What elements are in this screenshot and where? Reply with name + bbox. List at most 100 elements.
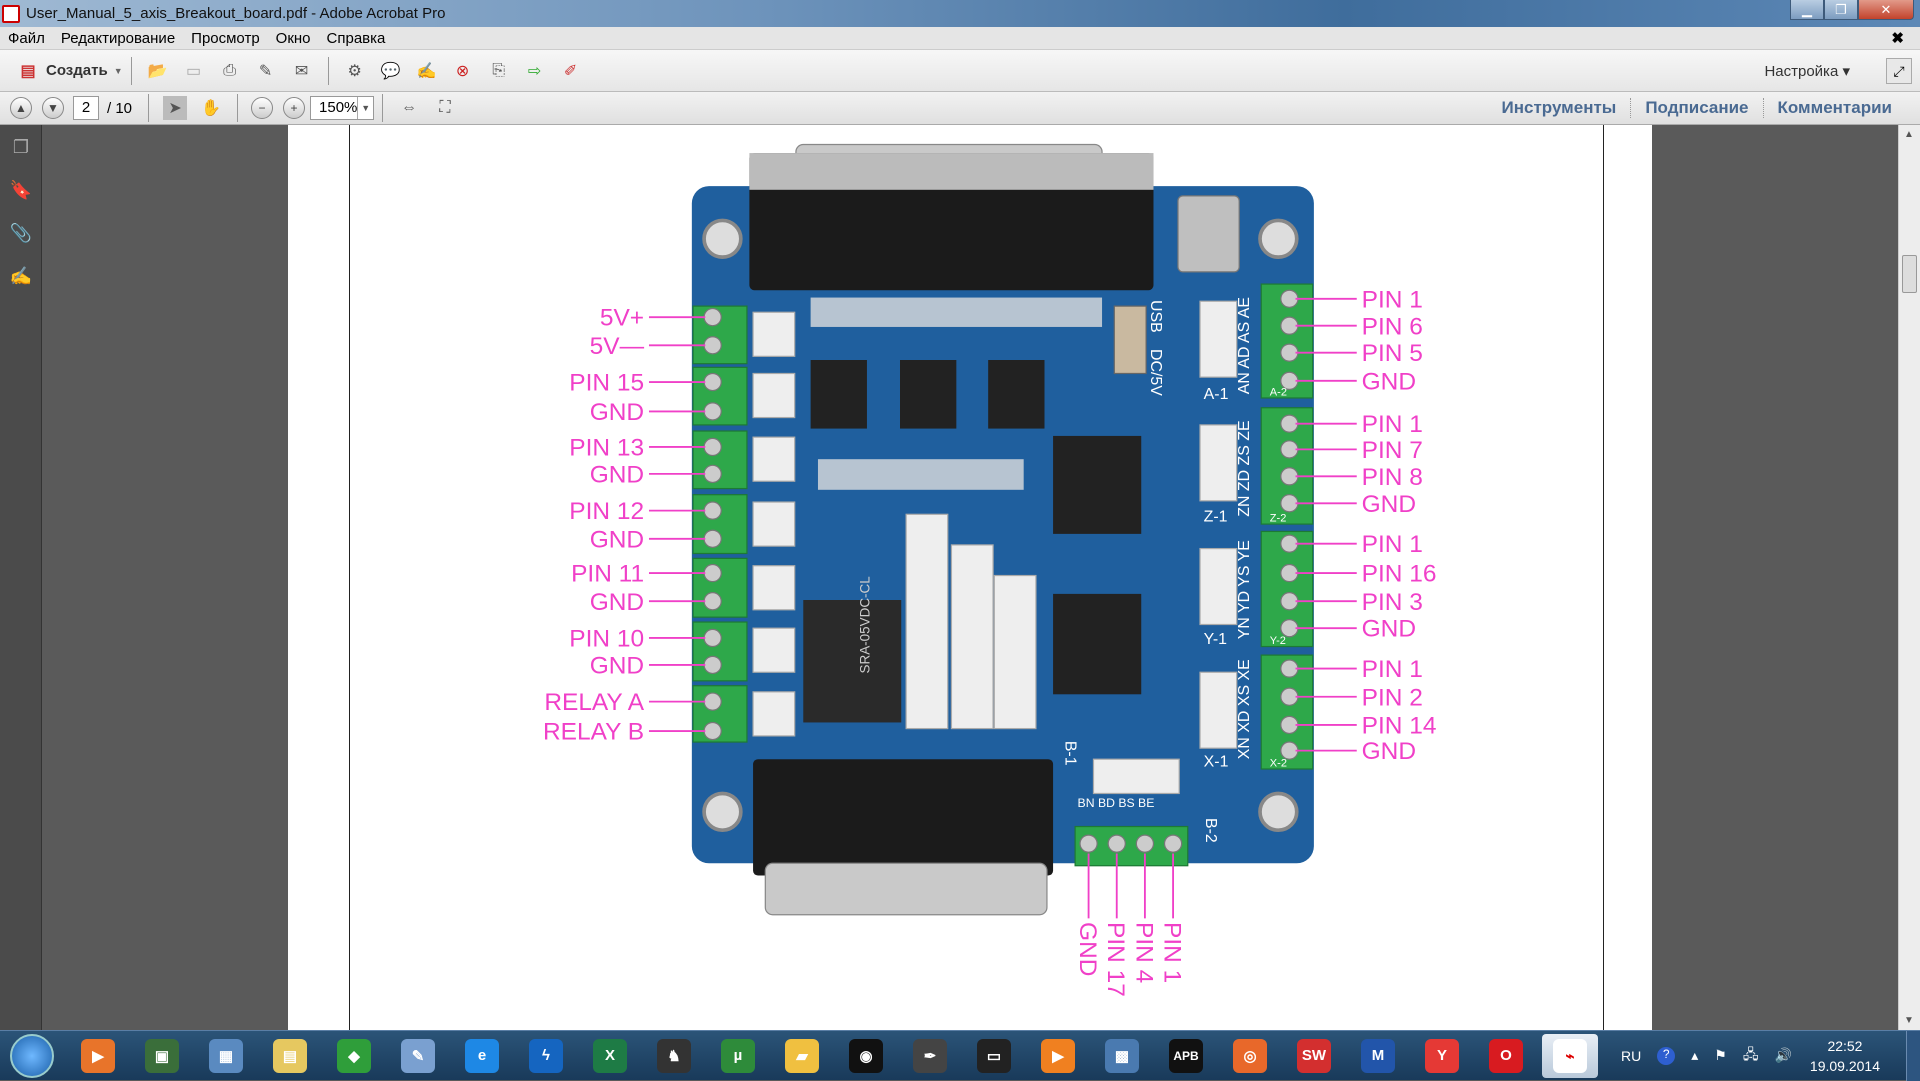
taskbar-terminal[interactable]: ▭ bbox=[966, 1034, 1022, 1078]
screw-terminal bbox=[1280, 563, 1299, 583]
menu-file[interactable]: Файл bbox=[8, 29, 45, 47]
screw-terminal bbox=[703, 501, 722, 520]
silk-z2: Z-2 bbox=[1270, 513, 1287, 525]
network-icon[interactable]: 🖧 bbox=[1742, 1045, 1759, 1062]
taskbar-inkscape[interactable]: ✒ bbox=[902, 1034, 958, 1078]
power-switch bbox=[1113, 305, 1147, 375]
taskbar-monitor[interactable]: ▣ bbox=[134, 1034, 190, 1078]
menu-view[interactable]: Просмотр bbox=[191, 29, 260, 47]
scroll-thumb[interactable] bbox=[1902, 255, 1917, 293]
start-button[interactable] bbox=[10, 1033, 54, 1078]
tray-expand-icon[interactable]: ▴ bbox=[1691, 1047, 1699, 1063]
taskbar-yandex[interactable]: Y bbox=[1414, 1034, 1470, 1078]
silk-b2: B-2 bbox=[1202, 818, 1219, 843]
pin-label-left: RELAY A bbox=[544, 689, 644, 716]
sign-icon[interactable]: ✐ bbox=[563, 62, 578, 80]
maximize-button[interactable]: ❐ bbox=[1824, 0, 1858, 20]
taskbar-folder[interactable]: ▰ bbox=[774, 1034, 830, 1078]
tab-comments[interactable]: Комментарии bbox=[1762, 98, 1906, 118]
menu-help[interactable]: Справка bbox=[326, 29, 386, 47]
save-icon[interactable]: ▭ bbox=[186, 62, 202, 80]
taskbar-apb[interactable]: APB bbox=[1158, 1034, 1214, 1078]
taskbar-network[interactable]: ▩ bbox=[1094, 1034, 1150, 1078]
screw-terminal bbox=[1280, 659, 1299, 678]
menu-edit[interactable]: Редактирование bbox=[60, 29, 176, 47]
signature-icon[interactable]: ✍ bbox=[9, 266, 33, 286]
print-icon[interactable]: ⎙ bbox=[223, 61, 237, 79]
taskbar-ie[interactable]: e bbox=[454, 1034, 510, 1078]
close-document-icon[interactable]: ✖ bbox=[1891, 30, 1904, 47]
delete-icon[interactable]: ⊗ bbox=[455, 62, 470, 80]
next-page-icon[interactable]: ▼ bbox=[42, 97, 64, 119]
language-indicator[interactable]: RU bbox=[1621, 1047, 1642, 1064]
taskbar-utorrent[interactable]: µ bbox=[710, 1034, 766, 1078]
taskbar-chrome[interactable]: ◆ bbox=[326, 1034, 382, 1078]
menu-window[interactable]: Окно bbox=[275, 29, 311, 47]
zoom-out-icon[interactable]: − bbox=[251, 97, 274, 119]
create-button[interactable]: ▤ Создать ▼ bbox=[10, 59, 123, 83]
fit-width-icon[interactable]: ⇔ bbox=[401, 99, 418, 116]
acrobat-icon: ⌁ bbox=[1553, 1038, 1587, 1073]
taskbar-opera[interactable]: O bbox=[1478, 1034, 1534, 1078]
fit-page-icon[interactable]: ⛶ bbox=[439, 99, 451, 116]
taskbar-acrobat[interactable]: ⌁ bbox=[1542, 1033, 1598, 1078]
attachment-icon[interactable]: 📎 bbox=[9, 223, 33, 243]
pin-label-bottom: PIN 17 bbox=[1102, 922, 1129, 997]
prev-page-icon[interactable]: ▲ bbox=[10, 97, 32, 119]
silk-dc5v: DC/5V bbox=[1147, 349, 1164, 396]
taskbar-excel[interactable]: X bbox=[582, 1034, 638, 1078]
pages-icon[interactable]: ❐ bbox=[12, 137, 30, 157]
hand-tool-icon[interactable]: ✋ bbox=[201, 100, 221, 117]
clock[interactable]: 22:52 19.09.2014 bbox=[1810, 1036, 1880, 1076]
taskbar-app[interactable]: ♞ bbox=[646, 1034, 702, 1078]
taskbar-firefox[interactable]: ◎ bbox=[1222, 1034, 1278, 1078]
edit-icon[interactable]: ✎ bbox=[258, 62, 273, 80]
vertical-scrollbar[interactable]: ▲ ▼ bbox=[1898, 125, 1920, 1030]
gear-icon[interactable]: ⚙ bbox=[347, 62, 362, 80]
help-icon[interactable]: ? bbox=[1657, 1046, 1676, 1065]
chevron-down-icon: ▼ bbox=[113, 65, 123, 76]
customize-button[interactable]: Настройка ▾ bbox=[1764, 62, 1850, 80]
page-number-input[interactable]: 2 bbox=[73, 96, 99, 120]
firefox-icon: ◎ bbox=[1233, 1038, 1267, 1073]
taskbar-jmc[interactable]: M bbox=[1350, 1034, 1406, 1078]
flag-icon[interactable]: ⚑ bbox=[1714, 1047, 1727, 1063]
pin-label-right: PIN 1 bbox=[1362, 411, 1423, 438]
scroll-down-icon[interactable]: ▼ bbox=[1904, 1015, 1914, 1026]
scroll-up-icon[interactable]: ▲ bbox=[1904, 129, 1914, 140]
utorrent-icon: µ bbox=[721, 1038, 755, 1073]
export-icon[interactable]: ⇨ bbox=[527, 62, 542, 80]
bookmark-icon[interactable]: 🔖 bbox=[9, 180, 33, 200]
zoom-in-icon[interactable]: + bbox=[283, 97, 306, 119]
taskbar-sublime[interactable]: ▶ bbox=[1030, 1034, 1086, 1078]
silk-y1: Y-1 bbox=[1204, 631, 1227, 648]
taskbar-media-player[interactable]: ▶ bbox=[70, 1034, 126, 1078]
taskbar-paint[interactable]: ✎ bbox=[390, 1034, 446, 1078]
tab-tools[interactable]: Инструменты bbox=[1501, 98, 1617, 117]
minimize-button[interactable]: ▁ bbox=[1790, 0, 1824, 20]
pin-label-right: PIN 2 bbox=[1362, 684, 1423, 711]
taskbar-explorer[interactable]: ▤ bbox=[262, 1034, 318, 1078]
zoom-select[interactable]: 150%▼ bbox=[310, 96, 375, 120]
pin-label-left: 5V+ bbox=[600, 305, 644, 332]
taskbar-solidworks[interactable]: SW bbox=[1286, 1034, 1342, 1078]
tab-sign[interactable]: Подписание bbox=[1630, 98, 1762, 118]
fullscreen-icon[interactable]: ⤢ bbox=[1886, 57, 1912, 84]
highlight-icon[interactable]: ✍ bbox=[416, 62, 437, 80]
pin-label-bottom: PIN 1 bbox=[1158, 922, 1185, 983]
volume-icon[interactable]: 🔊 bbox=[1774, 1047, 1792, 1063]
customize-label: Настройка bbox=[1764, 62, 1839, 80]
taskbar-camera[interactable]: ◉ bbox=[838, 1034, 894, 1078]
attach-icon[interactable]: ⎘ bbox=[492, 61, 506, 79]
pin-label-right: PIN 1 bbox=[1362, 656, 1423, 683]
open-icon[interactable]: 📂 bbox=[147, 62, 168, 80]
close-button[interactable]: ✕ bbox=[1858, 0, 1914, 20]
show-desktop-button[interactable] bbox=[1906, 1030, 1920, 1081]
comment-icon[interactable]: 💬 bbox=[380, 62, 401, 80]
email-icon[interactable]: ✉ bbox=[294, 62, 309, 80]
chrome-icon: ◆ bbox=[337, 1038, 371, 1073]
select-tool-icon[interactable]: ➤ bbox=[163, 96, 188, 120]
taskbar-flash[interactable]: ϟ bbox=[518, 1034, 574, 1078]
taskbar-calculator[interactable]: ▦ bbox=[198, 1034, 254, 1078]
